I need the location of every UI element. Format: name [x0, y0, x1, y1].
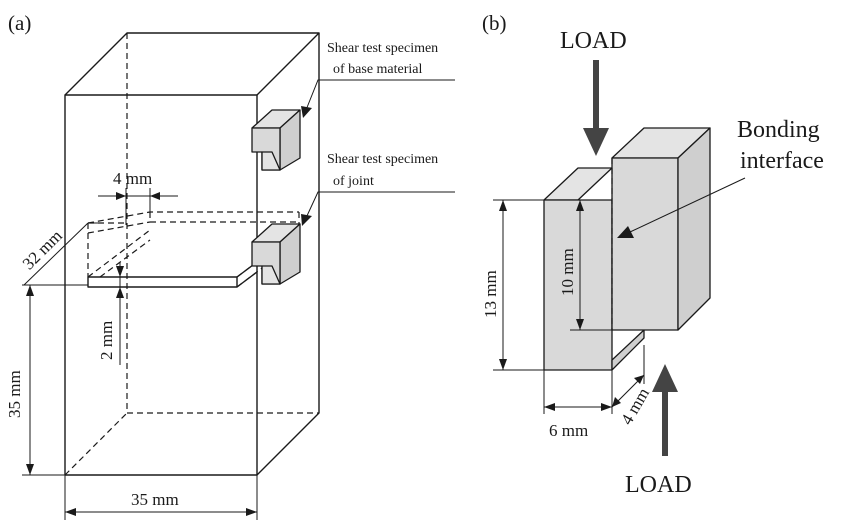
callout-joint-line2: of joint [333, 174, 374, 189]
block-front-face [64, 94, 258, 476]
dim-35mm-vertical: 35 mm [5, 284, 88, 476]
load-top-arrow-shaft [593, 60, 599, 130]
callout-base-material: Shear test specimen of base material [301, 41, 455, 118]
block-top-face [64, 32, 320, 96]
load-top-label: LOAD [560, 28, 627, 54]
dim-10mm-label: 10 mm [558, 248, 577, 296]
dim-4mm-b-label: 4 mm [617, 385, 653, 428]
joint-specimen [251, 223, 301, 285]
base-material-specimen [251, 109, 301, 171]
load-bottom-arrow-head [652, 364, 678, 392]
dim-35mm-horizontal-label: 35 mm [131, 490, 179, 509]
dim-2mm: 2 mm [97, 262, 124, 365]
bonding-label-line1: Bonding [737, 117, 820, 143]
panel-a-label: (a) [8, 11, 31, 35]
right-half-specimen [611, 127, 711, 331]
joint-slab-front [87, 276, 238, 288]
dim-4mm-a-label: 4 mm [113, 169, 152, 188]
load-bottom-arrow-shaft [662, 390, 668, 456]
load-bottom-label: LOAD [625, 472, 692, 498]
dim-32mm-label: 32 mm [19, 226, 66, 273]
load-top-arrow-head [583, 128, 609, 156]
left-half-specimen [543, 167, 645, 371]
dim-2mm-label: 2 mm [97, 321, 116, 360]
callout-joint-line1: Shear test specimen [327, 152, 438, 167]
callout-base-line1: Shear test specimen [327, 41, 438, 56]
panel-b: (b) LOAD Bonding interface [481, 11, 824, 498]
bonding-interface-callout: Bonding interface [617, 117, 824, 238]
bonding-label-line2: interface [740, 148, 824, 174]
dim-13mm: 13 mm [481, 199, 544, 371]
panel-a: (a) [5, 11, 455, 520]
callout-joint: Shear test specimen of joint [301, 152, 455, 226]
dim-13mm-label: 13 mm [481, 270, 500, 318]
callout-base-line2: of base material [333, 62, 423, 77]
dim-6mm-label: 6 mm [549, 421, 588, 440]
load-top: LOAD [560, 28, 627, 156]
bonding-arrow-head [617, 226, 634, 238]
dim-4mm-a: 4 mm [98, 169, 178, 225]
load-bottom: LOAD [625, 364, 692, 498]
block-hidden-edges [64, 33, 319, 476]
dim-35mm-horizontal: 35 mm [64, 475, 258, 520]
dim-10mm: 10 mm [558, 199, 612, 331]
dim-6mm: 6 mm [543, 370, 613, 440]
dim-35mm-vertical-label: 35 mm [5, 370, 24, 418]
panel-b-label: (b) [482, 11, 507, 35]
